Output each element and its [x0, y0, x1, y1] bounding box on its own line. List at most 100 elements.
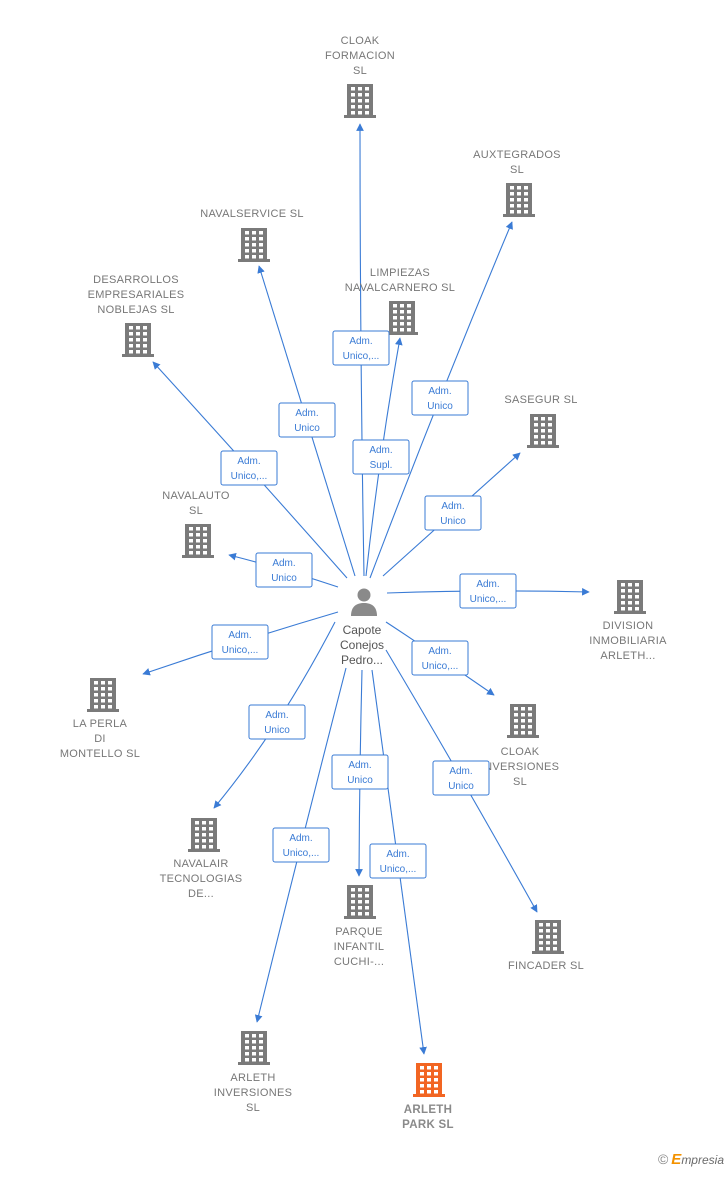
relation-label-text: Adm. — [237, 456, 260, 467]
relation-label-text: Adm. — [369, 445, 392, 456]
person-node[interactable]: Capote Conejos Pedro... — [340, 588, 384, 668]
relation-label-text: Adm. — [272, 558, 295, 569]
building-icon — [87, 678, 119, 712]
company-label-desarrollos[interactable]: DESARROLLOS — [93, 274, 179, 286]
company-label-cloak-inversiones[interactable]: SL — [513, 776, 527, 788]
relation-label-text: Unico,... — [222, 645, 259, 656]
relation-label[interactable]: Adm. Unico — [331, 754, 389, 790]
relation-label-text: Unico,... — [422, 661, 459, 672]
building-icon — [503, 183, 535, 217]
relation-label[interactable]: Adm.Unico,... — [272, 827, 330, 863]
relation-label[interactable]: Adm. Unico,... — [332, 330, 390, 366]
company-label-la-perla[interactable]: MONTELLO SL — [60, 748, 140, 760]
company-label-navalauto[interactable]: NAVALAUTO — [162, 490, 230, 502]
relation-label[interactable]: Adm.Unico,... — [211, 624, 269, 660]
building-icon — [238, 1031, 270, 1065]
company-label-limpiezas[interactable]: NAVALCARNERO SL — [345, 282, 455, 294]
relation-label-box — [248, 704, 306, 740]
person-name-line-3: Pedro... — [341, 653, 383, 667]
person-icon — [351, 588, 377, 616]
company-label-desarrollos[interactable]: EMPRESARIALES — [88, 289, 185, 301]
company-label-auxtegrados[interactable]: AUXTEGRADOS — [473, 149, 561, 161]
building-icon — [386, 301, 418, 335]
company-label-division[interactable]: DIVISION — [603, 620, 654, 632]
relation-label[interactable]: Adm.Unico,... — [220, 450, 278, 486]
company-label-navalair[interactable]: NAVALAIR — [173, 858, 228, 870]
company-label-cloak-formacion[interactable]: SL — [353, 65, 367, 77]
relation-label-box — [369, 843, 427, 879]
relation-label[interactable]: Adm. Unico — [432, 760, 490, 796]
relation-label-text: Supl. — [370, 460, 393, 471]
relation-label-box — [424, 495, 482, 531]
company-label-division[interactable]: INMOBILIARIA — [589, 635, 667, 647]
building-icon — [344, 885, 376, 919]
company-label-parque[interactable]: CUCHI-... — [334, 956, 384, 968]
relation-label-box — [459, 573, 517, 609]
relation-label-text: Unico,... — [343, 351, 380, 362]
relation-label-box — [211, 624, 269, 660]
company-label-parque[interactable]: INFANTIL — [334, 941, 385, 953]
relation-label-box — [332, 330, 390, 366]
relation-label[interactable]: Adm.Unico — [424, 495, 482, 531]
relation-label-text: Adm. — [428, 646, 451, 657]
building-icon — [182, 524, 214, 558]
brand-footer: ©Empresia — [658, 1151, 724, 1168]
relation-label-text: Adm. — [441, 501, 464, 512]
company-label-navalservice[interactable]: NAVALSERVICE SL — [200, 208, 304, 220]
relation-label[interactable]: Adm. Unico — [248, 704, 306, 740]
relation-label-text: Adm. — [349, 336, 372, 347]
company-label-cloak-inversiones[interactable]: INVERSIONES — [481, 761, 560, 773]
relation-label-text: Unico,... — [283, 848, 320, 859]
brand-initial: E — [671, 1151, 682, 1168]
relation-label[interactable]: Adm. Supl. — [352, 439, 410, 475]
building-icon — [122, 323, 154, 357]
relation-label-text: Adm. — [449, 766, 472, 777]
company-label-la-perla[interactable]: DI — [94, 733, 106, 745]
building-icon — [188, 818, 220, 852]
relation-label-box — [432, 760, 490, 796]
company-label-arleth-park[interactable]: ARLETH — [404, 1104, 452, 1116]
company-label-sasegur[interactable]: SASEGUR SL — [504, 394, 577, 406]
relation-label[interactable]: Adm.Unico — [255, 552, 313, 588]
company-label-navalair[interactable]: TECNOLOGIAS — [160, 873, 243, 885]
company-label-fincader[interactable]: FINCADER SL — [508, 960, 584, 972]
company-label-navalauto[interactable]: SL — [189, 505, 203, 517]
company-label-parque[interactable]: PARQUE — [335, 926, 382, 938]
company-label-navalair[interactable]: DE... — [188, 888, 214, 900]
person-name-line-2: Conejos — [340, 638, 384, 652]
company-label-arleth-inversiones[interactable]: ARLETH — [230, 1072, 275, 1084]
relation-label-text: Unico,... — [470, 594, 507, 605]
relation-label-text: Adm. — [348, 760, 371, 771]
relation-label-box — [331, 754, 389, 790]
company-label-cloak-formacion[interactable]: FORMACION — [325, 50, 395, 62]
nodes-layer: CLOAK FORMACION SL AUXTEGRADOS SL NAVALSERVIC… — [60, 35, 667, 1131]
relation-label-text: Unico — [264, 725, 290, 736]
relation-label-text: Adm. — [295, 408, 318, 419]
company-label-cloak-formacion[interactable]: CLOAK — [341, 35, 380, 47]
company-label-arleth-inversiones[interactable]: INVERSIONES — [214, 1087, 293, 1099]
company-label-cloak-inversiones[interactable]: CLOAK — [501, 746, 540, 758]
company-label-auxtegrados[interactable]: SL — [510, 164, 524, 176]
copyright-symbol: © — [657, 1151, 669, 1167]
company-label-la-perla[interactable]: LA PERLA — [73, 718, 128, 730]
company-label-division[interactable]: ARLETH... — [600, 650, 655, 662]
relation-label-text: Unico — [347, 775, 373, 786]
relation-label[interactable]: Adm.Unico,... — [459, 573, 517, 609]
relation-label[interactable]: Adm. Unico,... — [411, 640, 469, 676]
relation-label[interactable]: Adm. Unico — [411, 380, 469, 416]
company-label-arleth-inversiones[interactable]: SL — [246, 1102, 260, 1114]
relation-label-text: Adm. — [265, 710, 288, 721]
relation-label-box — [352, 439, 410, 475]
relation-label-box — [411, 380, 469, 416]
relation-label[interactable]: Adm. Unico — [278, 402, 336, 438]
relation-label[interactable]: Adm.Unico,... — [369, 843, 427, 879]
company-label-arleth-park[interactable]: PARK SL — [402, 1119, 454, 1131]
relation-label-text: Adm. — [428, 386, 451, 397]
company-label-limpiezas[interactable]: LIMPIEZAS — [370, 267, 430, 279]
building-icon — [532, 920, 564, 954]
relation-label-text: Unico — [294, 423, 320, 434]
relation-label-text: Unico — [427, 401, 453, 412]
relation-label-text: Unico — [448, 781, 474, 792]
company-label-desarrollos[interactable]: NOBLEJAS SL — [97, 304, 174, 316]
